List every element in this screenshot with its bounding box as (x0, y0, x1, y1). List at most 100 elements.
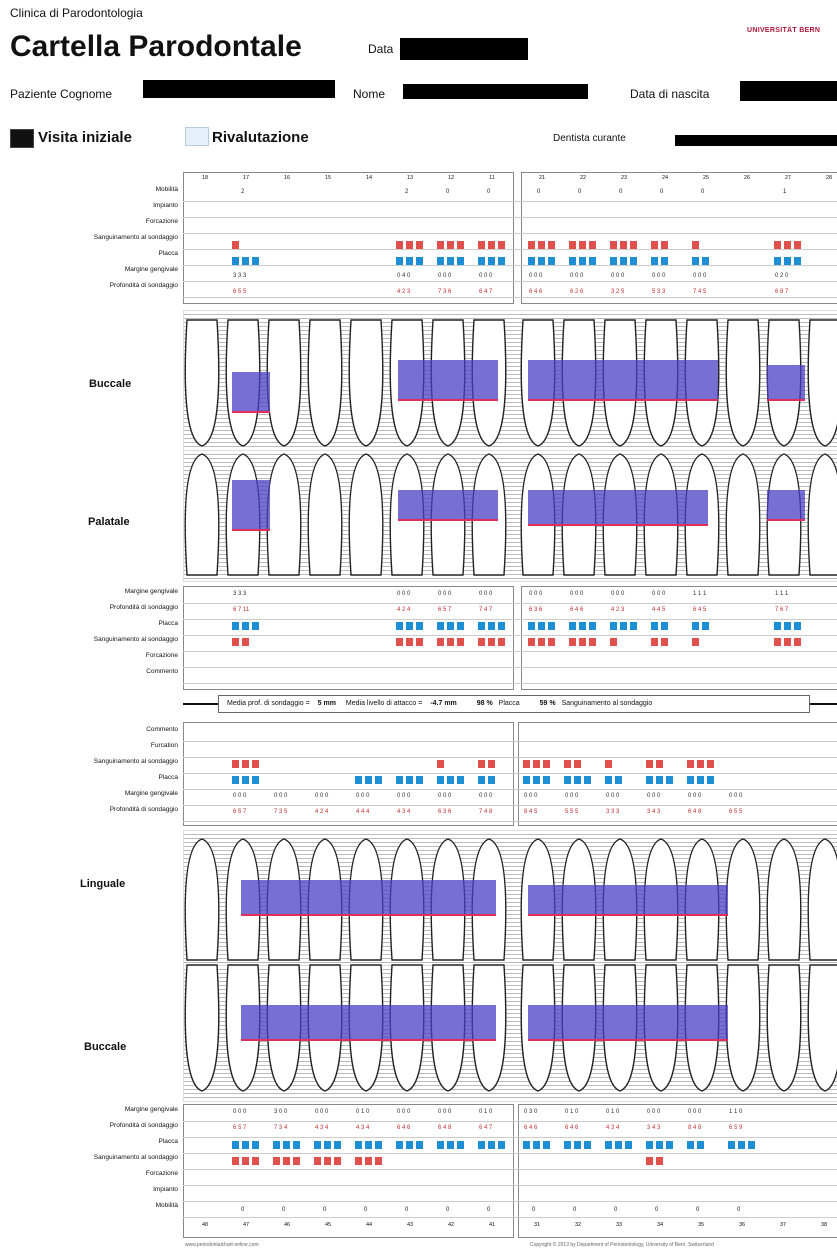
lower-right-plaque2-square (273, 1141, 280, 1149)
upper-left-bleeding-square (589, 241, 596, 249)
upper-left-bleeding-square (774, 241, 781, 249)
lower-right-bleeding2-square (273, 1157, 280, 1165)
tooth-outline (807, 838, 837, 961)
lower-left-margin2-value: 0 1 0 (606, 1109, 620, 1115)
upper-right-bleeding2-square (242, 638, 249, 646)
lower-right-bleeding2-square (334, 1157, 341, 1165)
upper-left-plaque-square (579, 257, 586, 265)
lower-right-plaque-square (478, 776, 485, 784)
name-field[interactable] (403, 84, 588, 99)
birthdate-field[interactable] (740, 81, 837, 101)
upper-left-bleeding-square (538, 241, 545, 249)
lower-right-plaque-square (437, 776, 444, 784)
lower-right-tooth-number: 46 (283, 1222, 291, 1228)
lower-left-plaque-square (707, 776, 714, 784)
upper-right-plaque-square (232, 257, 239, 265)
upper-left-depth-value: 6 8 7 (775, 289, 789, 295)
upper-right-depth-value: 4 2 3 (397, 289, 411, 295)
lower-right-margin2-value: 0 0 0 (315, 1109, 329, 1115)
upper-right-bleeding-square (437, 241, 444, 249)
lower-left-depth2-value: 4 3 4 (606, 1125, 620, 1131)
lower-right-bleeding-square (252, 760, 259, 768)
upper-right-plaque-square (447, 257, 454, 265)
upper-left-depth2-value: 4 2 3 (611, 607, 625, 613)
lower-right-bleeding2-square (232, 1157, 239, 1165)
reevaluation-label: Rivalutazione (212, 129, 309, 146)
upper-left-mobility-value: 0 (619, 189, 623, 195)
upper-left-plaque-square (794, 257, 801, 265)
upper-right-bleeding2-square (488, 638, 495, 646)
tooth-outline (725, 319, 761, 447)
lower-left-margin-value: 0 0 0 (524, 793, 538, 799)
lower-left-plaque2-square (738, 1141, 745, 1149)
upper-left-bleeding-square (784, 241, 791, 249)
lower-right-tooth-number: 45 (324, 1222, 332, 1228)
lower-left-plaque-square (687, 776, 694, 784)
tooth-outline (184, 838, 220, 961)
upper-left-bleeding2-square (528, 638, 535, 646)
upper-top-row-line (183, 265, 837, 266)
upper-left-plaque-square (548, 257, 555, 265)
pocket-area (398, 360, 498, 400)
lower-right-margin2-value: 0 0 0 (397, 1109, 411, 1115)
lower-top-row-label: Profondità di sondaggio (109, 806, 178, 813)
upper-right-tooth-number: 11 (489, 175, 495, 181)
lower-left-mobility-value: 0 (532, 1207, 536, 1213)
lower-left-plaque-square (543, 776, 550, 784)
upper-left-plaque2-square (610, 622, 617, 630)
lower-left-depth2-value: 6 5 9 (729, 1125, 743, 1131)
lower-right-plaque2-square (355, 1141, 362, 1149)
lower-left-tooth-number: 31 (533, 1222, 541, 1228)
upper-right-plaque2-square (447, 622, 454, 630)
lower-buccal-label: Buccale (84, 1041, 127, 1053)
upper-top-row-line (183, 297, 837, 298)
footer-website[interactable]: www.periodontalchart-online.com (185, 1242, 259, 1248)
lower-right-bleeding-square (242, 760, 249, 768)
lower-right-bleeding2-square (242, 1157, 249, 1165)
upper-top-row-line (183, 249, 837, 250)
lower-top-row-line (183, 757, 837, 758)
lower-right-mobility-value: 0 (241, 1207, 245, 1213)
upper-bottom-row-line (183, 635, 837, 636)
upper-left-tooth-number: 28 (825, 175, 833, 181)
lower-right-margin-value: 0 0 0 (274, 793, 288, 799)
lower-right-depth2-value: 4 3 4 (356, 1125, 370, 1131)
upper-left-tooth-number: 23 (620, 175, 628, 181)
lower-right-mobility-value: 0 (323, 1207, 327, 1213)
upper-bottom-row-line (183, 603, 837, 604)
upper-left-bleeding2-square (610, 638, 617, 646)
upper-bottom-row-label: Forcazione (145, 652, 178, 659)
lower-right-bleeding-square (488, 760, 495, 768)
upper-left-plaque-square (651, 257, 658, 265)
upper-top-row-label: Placca (158, 250, 178, 257)
date-field[interactable] (400, 38, 528, 60)
tooth-outline (766, 964, 802, 1092)
pocket-area (232, 480, 270, 530)
upper-left-bleeding-square (794, 241, 801, 249)
upper-right-bleeding-square (416, 241, 423, 249)
upper-left-plaque2-square (579, 622, 586, 630)
upper-right-plaque2-square (232, 622, 239, 630)
lower-bottom-row-line (183, 1201, 837, 1202)
lower-right-table-bottom (183, 1104, 514, 1238)
lower-left-bleeding-square (543, 760, 550, 768)
lower-top-row-line (183, 805, 837, 806)
lower-left-mobility-value: 0 (696, 1207, 700, 1213)
lower-right-plaque2-square (457, 1141, 464, 1149)
lower-left-plaque-square (656, 776, 663, 784)
bleeding-label: Sanguinamento al sondaggio (561, 700, 653, 707)
upper-left-plaque2-square (528, 622, 535, 630)
reevaluation-checkbox[interactable] (185, 127, 209, 146)
pocket-area (528, 1005, 728, 1040)
upper-left-mobility-value: 1 (783, 189, 787, 195)
upper-buccal-label: Buccale (89, 378, 132, 390)
lower-left-margin-value: 0 0 0 (565, 793, 579, 799)
lower-right-plaque-square (447, 776, 454, 784)
upper-left-margin-value: 0 0 0 (529, 273, 543, 279)
lower-left-plaque2-square (523, 1141, 530, 1149)
upper-right-plaque-square (242, 257, 249, 265)
upper-bottom-row-label: Commento (146, 668, 178, 675)
initial-visit-checkbox[interactable] (10, 129, 34, 148)
dentist-field[interactable] (675, 135, 837, 146)
surname-field[interactable] (143, 80, 335, 98)
